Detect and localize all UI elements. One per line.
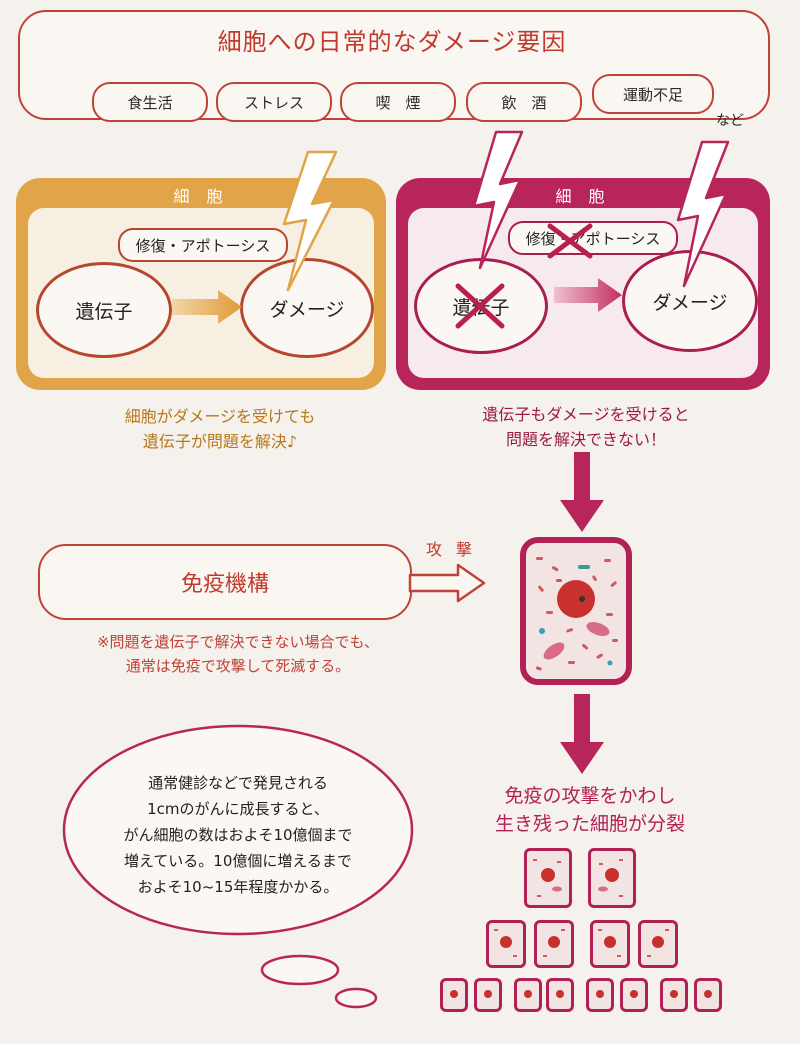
- dividing-cell: [638, 920, 678, 968]
- dividing-cell: [620, 978, 648, 1012]
- lightning-bolt-icon: [472, 130, 524, 270]
- damaged-cell-caption: 遺伝子もダメージを受けると 問題を解決できない！: [482, 405, 690, 449]
- factor-exercise: 運動不足: [592, 74, 714, 114]
- arrow-right-icon: [554, 278, 622, 312]
- factor-diet: 食生活: [92, 82, 208, 122]
- healthy-cell-caption: 細胞がダメージを受けても 遺伝子が問題を解決♪: [124, 407, 316, 451]
- cell-contents: [535, 557, 618, 671]
- damage-factors-title: 細胞への日常的なダメージ要因: [217, 28, 567, 56]
- cancer-growth-note: 通常健診などで発見される 1cmのがんに成長すると、 がん細胞の数はおよそ10億…: [123, 774, 353, 896]
- immune-note: ※問題を遺伝子で解決できない場合でも、 通常は免疫で攻撃して死滅する。: [96, 633, 380, 675]
- gene-oval: 遺伝子: [36, 262, 172, 358]
- survive-caption: 免疫の攻撃をかわし 生き残った細胞が分裂: [494, 785, 685, 835]
- cell-label: 細 胞: [173, 187, 229, 206]
- dividing-cell: [546, 978, 574, 1012]
- damage-oval: ダメージ: [240, 258, 374, 358]
- repair-label: 修復・アポトーシス: [118, 228, 288, 262]
- cross-mark-icon: [547, 223, 593, 259]
- lightning-bolt-icon: [676, 140, 730, 288]
- arrow-down-icon: [560, 694, 604, 774]
- arrow-down-icon: [560, 452, 604, 532]
- factors-etc: など: [716, 113, 744, 129]
- cancer-cell-illustration: [520, 537, 632, 685]
- dividing-cell: [486, 920, 526, 968]
- dividing-cell: [694, 978, 722, 1012]
- dividing-cell: [524, 848, 572, 908]
- cell-label: 細 胞: [555, 187, 611, 206]
- factor-drinking: 飲 酒: [466, 82, 582, 122]
- dividing-cell: [440, 978, 468, 1012]
- dividing-cell: [660, 978, 688, 1012]
- dividing-cell: [514, 978, 542, 1012]
- dividing-cell: [534, 920, 574, 968]
- attack-label: 攻撃: [426, 540, 487, 559]
- dividing-cell: [590, 920, 630, 968]
- lightning-bolt-icon: [282, 150, 338, 292]
- factor-smoking: 喫 煙: [340, 82, 456, 122]
- factor-stress: ストレス: [216, 82, 332, 122]
- dividing-cell: [588, 848, 636, 908]
- cross-mark-icon: [455, 283, 505, 329]
- arrow-right-outline-icon: [408, 563, 486, 603]
- arrow-right-icon: [172, 290, 242, 324]
- thought-bubble: [62, 724, 414, 1009]
- dividing-cell: [586, 978, 614, 1012]
- dividing-cell: [474, 978, 502, 1012]
- immune-system-box: 免疫機構: [38, 544, 412, 620]
